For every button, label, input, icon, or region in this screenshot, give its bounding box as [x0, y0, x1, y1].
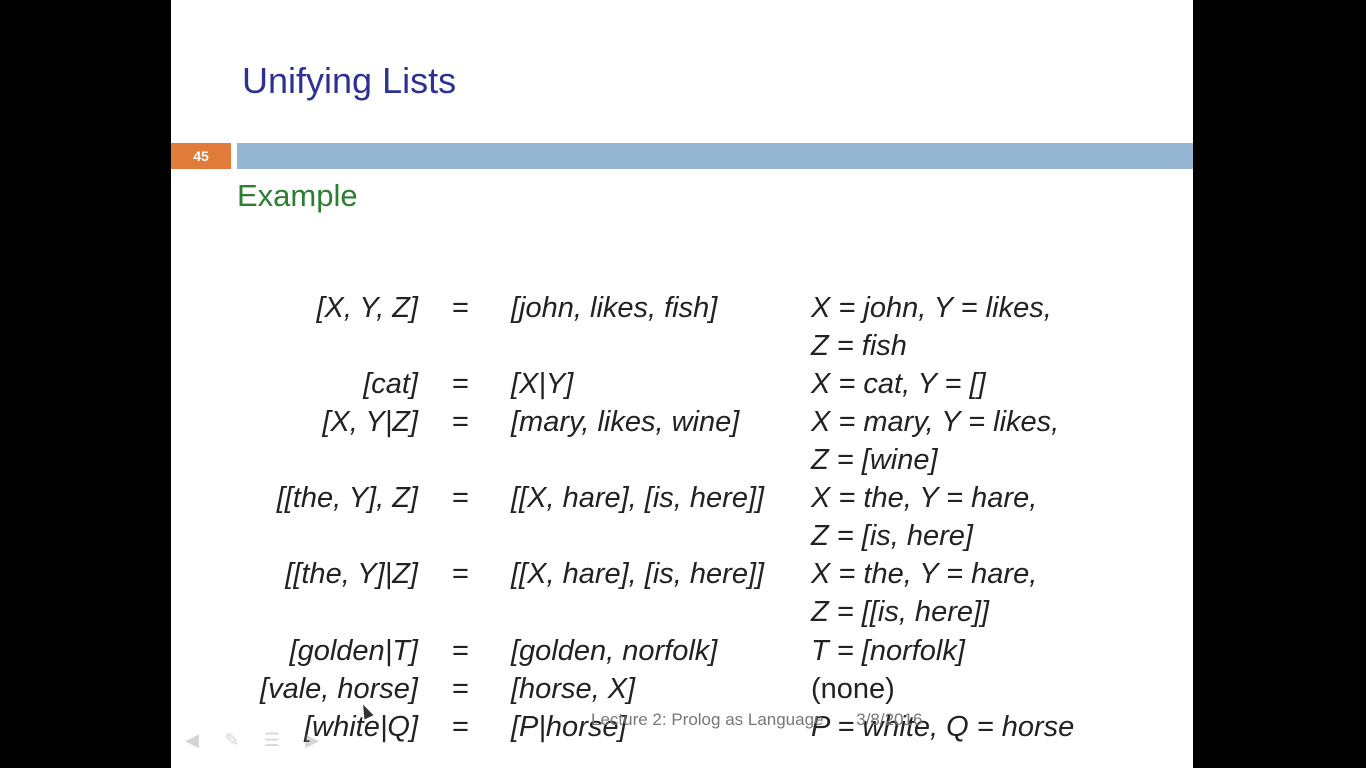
slide: Unifying Lists 45 Example [X, Y, Z] = [j… — [171, 0, 1193, 768]
unification-result: (none) — [811, 673, 895, 705]
slide-title: Unifying Lists — [242, 60, 457, 101]
lhs-term: [golden|T] — [289, 635, 418, 667]
table-row: [[the, Y]|Z] = [[X, hare], [is, here]] X… — [171, 555, 1193, 593]
slide-subtitle: Example — [237, 178, 358, 213]
table-row: [white|Q] = [P|horse] P = white, Q = hor… — [171, 708, 1193, 746]
footer-date: 3/8/2016 — [856, 710, 923, 729]
lhs-term: [X, Y|Z] — [322, 406, 418, 438]
table-row: Z = [[is, here]] — [171, 593, 1193, 631]
table-row: [golden|T] = [golden, norfolk] T = [norf… — [171, 632, 1193, 670]
arrow-right-icon[interactable]: ▶ — [305, 730, 319, 750]
slide-nav-toolbar: ◀ ✎ ☰ ▶ — [179, 730, 325, 750]
menu-icon[interactable]: ☰ — [263, 730, 281, 750]
title-divider-bar — [237, 143, 1193, 169]
rhs-term: [P|horse] — [511, 711, 627, 743]
table-row: Z = [wine] — [171, 441, 1193, 479]
lhs-term: [cat] — [363, 368, 418, 400]
rhs-term: [john, likes, fish] — [511, 292, 718, 324]
table-row: [[the, Y], Z] = [[X, hare], [is, here]] … — [171, 479, 1193, 517]
unification-result: Z = [[is, here]] — [811, 596, 990, 628]
table-row: [vale, horse] = [horse, X] (none) — [171, 670, 1193, 708]
equals-sign: = — [452, 292, 469, 324]
lhs-term: [vale, horse] — [260, 673, 418, 705]
lhs-term: [white|Q] — [304, 711, 418, 743]
unification-result: Z = [wine] — [811, 444, 938, 476]
table-row: [cat] = [X|Y] X = cat, Y = [] — [171, 365, 1193, 403]
equals-sign: = — [452, 482, 469, 514]
lhs-term: [[the, Y], Z] — [276, 482, 418, 514]
table-row: [X, Y, Z] = [john, likes, fish] X = john… — [171, 289, 1193, 327]
pen-icon[interactable]: ✎ — [224, 730, 240, 750]
slide-footer: Lecture 2: Prolog as Language 3/8/2016 — [591, 710, 950, 730]
equals-sign: = — [452, 635, 469, 667]
slide-number-badge: 45 — [171, 143, 231, 169]
equals-sign: = — [452, 368, 469, 400]
table-row: Z = [is, here] — [171, 517, 1193, 555]
table-row: [X, Y|Z] = [mary, likes, wine] X = mary,… — [171, 403, 1193, 441]
unification-result: X = cat, Y = [] — [811, 368, 986, 400]
lhs-term: [[the, Y]|Z] — [285, 558, 418, 590]
equals-sign: = — [452, 406, 469, 438]
unification-result: T = [norfolk] — [811, 635, 965, 667]
table-row: Z = fish — [171, 327, 1193, 365]
unification-result: Z = fish — [811, 330, 907, 362]
unification-result: X = the, Y = hare, — [811, 482, 1038, 514]
unification-result: X = mary, Y = likes, — [811, 406, 1060, 438]
unification-result: X = the, Y = hare, — [811, 558, 1038, 590]
rhs-term: [golden, norfolk] — [511, 635, 718, 667]
rhs-term: [[X, hare], [is, here]] — [511, 558, 765, 590]
unification-result: P = white, Q = horse — [811, 711, 1075, 743]
equals-sign: = — [452, 673, 469, 705]
unification-result: Z = [is, here] — [811, 520, 973, 552]
equals-sign: = — [452, 558, 469, 590]
unification-result: X = john, Y = likes, — [811, 292, 1052, 324]
rhs-term: [[X, hare], [is, here]] — [511, 482, 765, 514]
arrow-left-icon[interactable]: ◀ — [185, 730, 199, 750]
rhs-term: [X|Y] — [511, 368, 574, 400]
lhs-term: [X, Y, Z] — [316, 292, 418, 324]
footer-lecture: Lecture 2: Prolog as Language — [591, 710, 824, 729]
rhs-term: [horse, X] — [511, 673, 636, 705]
rhs-term: [mary, likes, wine] — [511, 406, 740, 438]
equals-sign: = — [452, 711, 469, 743]
